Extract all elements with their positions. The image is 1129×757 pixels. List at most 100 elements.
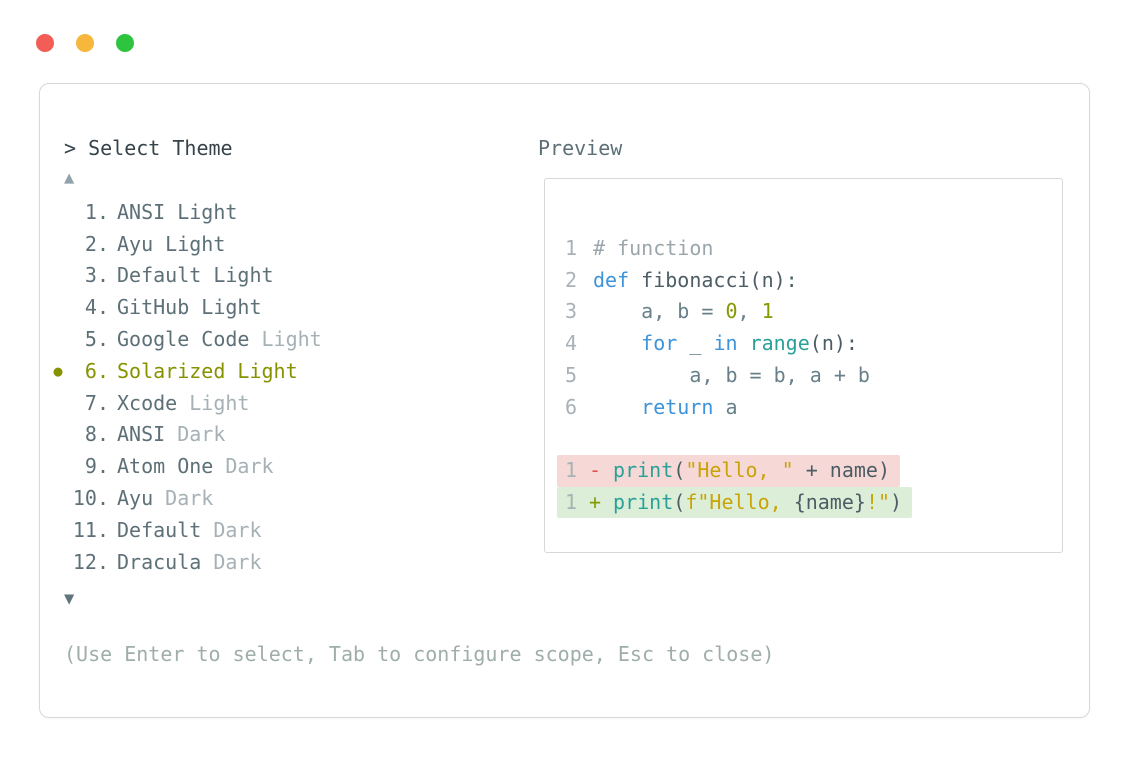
code-token: , [737, 299, 762, 324]
theme-item-number: 4. [84, 295, 109, 320]
theme-item-ansi-dark[interactable]: ●8.ANSI Dark [47, 419, 322, 451]
code-line: 5 a, b = b, a + b [545, 360, 1062, 392]
theme-item-ayu-dark[interactable]: ●10.Ayu Dark [47, 482, 322, 514]
code-token: in [713, 331, 750, 356]
code-line: 2 def fibonacci(n): [545, 265, 1062, 297]
theme-item-number: 2. [84, 231, 109, 256]
theme-item-variant: Light [165, 231, 226, 256]
code-line: 3 a, b = 0, 1 [545, 296, 1062, 328]
theme-item-default-dark[interactable]: ●11.Default Dark [47, 514, 322, 546]
theme-item-label: Ayu Light [117, 231, 226, 256]
theme-item-label: Dracula Dark [117, 549, 262, 574]
code-token: print [613, 489, 674, 514]
code-token: print [613, 457, 674, 482]
theme-item-variant: Light [261, 327, 322, 352]
traffic-light-zoom-button[interactable] [116, 34, 134, 52]
code-token: !" [865, 489, 891, 514]
theme-item-label: Solarized Light [117, 358, 298, 383]
theme-item-xcode-light[interactable]: ●7.Xcode Light [47, 387, 322, 419]
code-token: return [641, 394, 726, 419]
theme-item-variant: Dark [213, 517, 262, 542]
diff-added-sign: + [589, 489, 602, 514]
theme-item-number: 7. [84, 390, 109, 415]
line-number: 5 [565, 362, 578, 387]
line-number: 2 [565, 267, 578, 292]
diff-line-added: 1+print(f"Hello, {name}!") [545, 486, 1062, 519]
theme-item-github-light[interactable]: ●4.GitHub Light [47, 291, 322, 323]
theme-item-variant: Light [189, 390, 250, 415]
code-token [593, 395, 641, 419]
code-token: ) [877, 457, 891, 482]
theme-item-label: Default Light [117, 263, 274, 288]
theme-item-variant: Light [237, 358, 298, 383]
theme-list: ●1.ANSI Light●2.Ayu Light●3.Default Ligh… [47, 196, 322, 578]
keyboard-hint: (Use Enter to select, Tab to configure s… [64, 642, 775, 666]
theme-item-ansi-light[interactable]: ●1.ANSI Light [47, 196, 322, 228]
theme-item-dracula-dark[interactable]: ●12.Dracula Dark [47, 546, 322, 578]
theme-item-default-light[interactable]: ●3.Default Light [47, 260, 322, 292]
theme-item-ayu-light[interactable]: ●2.Ayu Light [47, 228, 322, 260]
diff-removed-sign: - [589, 457, 602, 482]
line-number: 1 [565, 457, 578, 482]
code-token: ( [673, 457, 686, 482]
code-token: "Hello, " [685, 457, 794, 482]
theme-item-variant: Dark [165, 486, 214, 511]
traffic-light-minimize-button[interactable] [76, 34, 94, 52]
theme-item-label: ANSI Dark [117, 422, 226, 447]
line-number: 3 [565, 299, 578, 324]
theme-item-number: 5. [84, 327, 109, 352]
code-token: # function [593, 236, 714, 260]
theme-item-label: Xcode Light [117, 390, 250, 415]
theme-item-number: 12. [72, 549, 109, 574]
diff-highlight: 1-print("Hello, " + name) [557, 454, 901, 487]
code-line: 4 for _ in range(n): [545, 328, 1062, 360]
code-token: a, b = [641, 299, 726, 324]
theme-item-number: 9. [84, 454, 109, 479]
diff-highlight: 1+print(f"Hello, {name}!") [557, 486, 913, 519]
code-token: f [685, 489, 698, 514]
blank-line [545, 423, 1062, 455]
window-traffic-lights [36, 34, 134, 52]
scroll-down-icon[interactable]: ▼ [64, 589, 75, 609]
theme-item-label: GitHub Light [117, 295, 262, 320]
code-token: 0 [725, 299, 738, 324]
theme-item-atom-one-dark[interactable]: ●9.Atom One Dark [47, 450, 322, 482]
code-token: + name [793, 457, 878, 482]
theme-item-variant: Dark [177, 422, 226, 447]
selected-bullet-icon: ● [53, 361, 63, 380]
code-line: 6 return a [545, 392, 1062, 424]
code-token: ( [673, 489, 686, 514]
code-token [593, 363, 689, 387]
code-token [593, 331, 641, 355]
code-token: fibonacci(n): [641, 267, 798, 292]
preview-label: Preview [538, 136, 623, 160]
theme-item-variant: Dark [225, 454, 274, 479]
theme-item-google-code-light[interactable]: ●5.Google Code Light [47, 323, 322, 355]
theme-item-variant: Light [201, 295, 262, 320]
code-token: range [749, 331, 810, 356]
theme-item-variant: Dark [213, 549, 262, 574]
code-token: "Hello, [697, 489, 794, 514]
theme-item-solarized-light[interactable]: ● 6. Solarized Light [47, 355, 322, 387]
scroll-up-icon[interactable]: ▲ [64, 168, 75, 188]
code-token: (n): [809, 331, 858, 356]
traffic-light-close-button[interactable] [36, 34, 54, 52]
code-token: for [641, 331, 690, 356]
theme-item-number: 10. [72, 486, 109, 511]
code-token: a, b = b, a + b [689, 362, 870, 387]
code-line: 1# function [545, 233, 1062, 265]
code-token: ) [890, 489, 903, 514]
theme-item-number: 8. [84, 422, 109, 447]
theme-item-label: Google Code Light [117, 327, 322, 352]
theme-item-label: Default Dark [117, 517, 262, 542]
theme-item-label: ANSI Light [117, 199, 238, 224]
theme-item-number: 11. [72, 517, 109, 542]
theme-item-variant: Light [177, 199, 238, 224]
code-token: 1 [761, 299, 774, 324]
theme-item-label: Ayu Dark [117, 486, 214, 511]
theme-item-number: 1. [84, 199, 109, 224]
code-token: a [725, 394, 738, 419]
theme-item-number: 6. [84, 358, 109, 383]
code-token: def [593, 267, 642, 292]
